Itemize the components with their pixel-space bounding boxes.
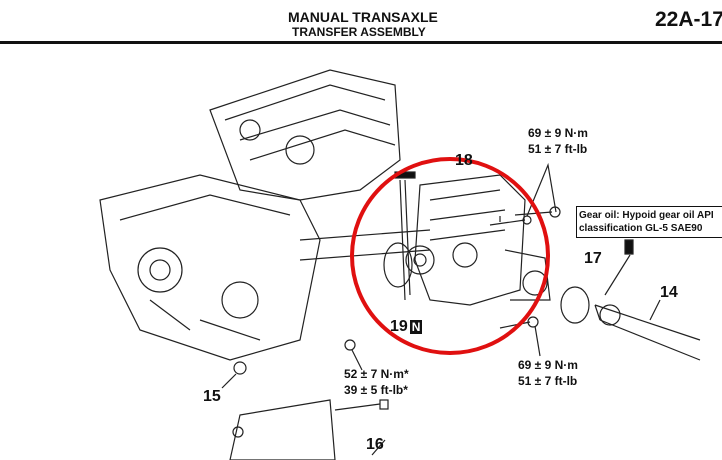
callout-17: 17 xyxy=(584,250,602,267)
torque-spec-top: 69 ± 9 N·m 51 ± 7 ft-lb xyxy=(528,125,588,157)
callout-14: 14 xyxy=(660,284,678,301)
callout-18: 18 xyxy=(455,152,473,169)
bolts-and-leaders xyxy=(221,162,661,460)
torque-nm: 69 ± 9 N·m xyxy=(528,126,588,140)
header-title: MANUAL TRANSAXLE xyxy=(288,9,438,25)
header-subtitle: TRANSFER ASSEMBLY xyxy=(292,25,426,39)
n-badge: N xyxy=(409,320,423,334)
page-number: 22A-17 xyxy=(655,8,722,31)
note-line: classification GL-5 SAE90 xyxy=(579,223,703,234)
torque-nm: 52 ± 7 N·m* xyxy=(344,367,409,381)
callout-15: 15 xyxy=(203,388,221,405)
callout-16: 16 xyxy=(366,436,384,453)
torque-spec-left: 52 ± 7 N·m* 39 ± 5 ft-lb* xyxy=(344,366,409,398)
torque-nm: 69 ± 9 N·m xyxy=(518,358,578,372)
header-rule xyxy=(0,41,722,44)
transfer-drawing xyxy=(383,174,701,361)
engine-drawing xyxy=(99,69,431,361)
torque-ftlb: 39 ± 5 ft-lb* xyxy=(344,383,408,397)
gear-oil-note: Gear oil: Hypoid gear oil API classifica… xyxy=(576,206,722,238)
torque-spec-bottom: 69 ± 9 N·m 51 ± 7 ft-lb xyxy=(518,357,578,389)
torque-ftlb: 51 ± 7 ft-lb xyxy=(528,142,588,156)
torque-ftlb: 51 ± 7 ft-lb xyxy=(518,374,578,388)
callout-19-number: 19 xyxy=(390,318,408,335)
highlight-circle xyxy=(350,157,550,355)
note-line: Gear oil: Hypoid gear oil API xyxy=(579,210,714,221)
